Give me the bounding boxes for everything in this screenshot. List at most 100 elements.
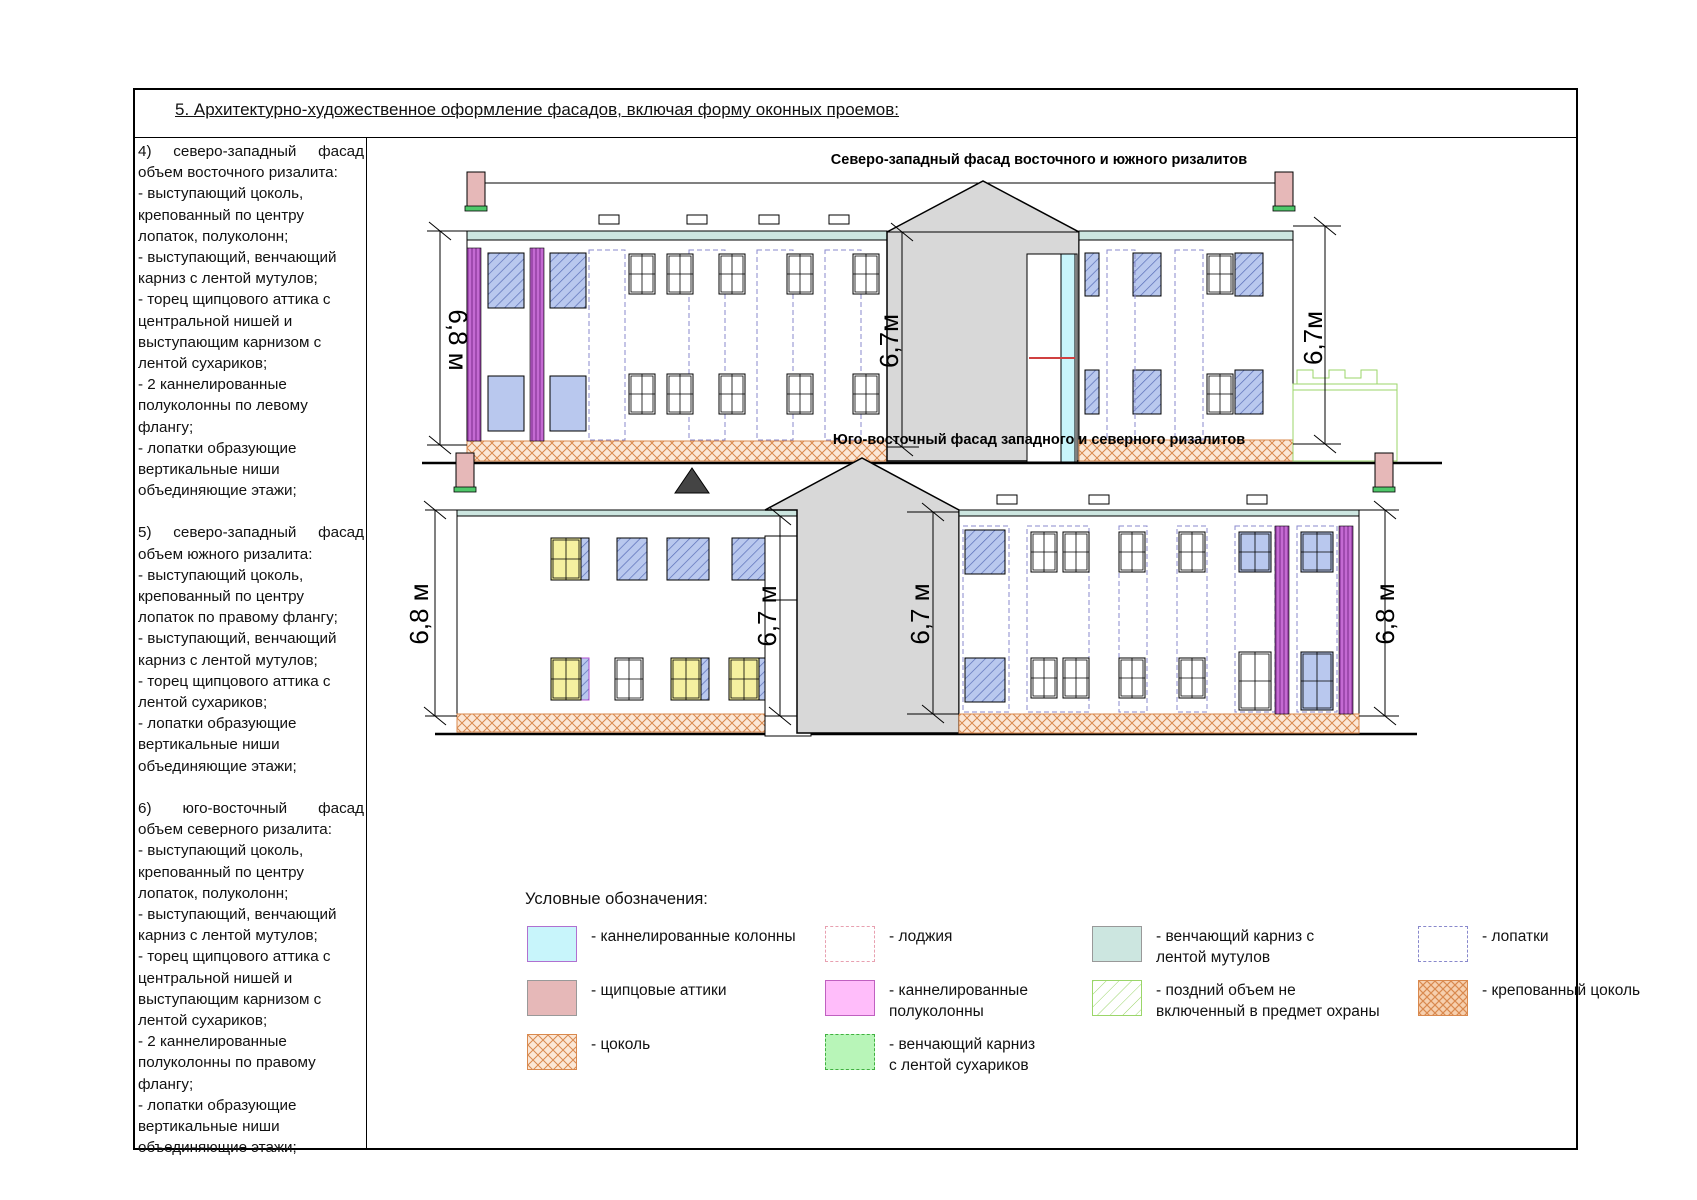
description-heading: 6) юго-восточный фасад <box>138 799 364 817</box>
description-line: лопаток по правому флангу; <box>138 609 338 627</box>
description-line: карниз с лентой мутулов; <box>138 651 318 669</box>
description-line: лентой сухариков; <box>138 1011 268 1029</box>
window-mullions <box>1119 532 1145 572</box>
pilaster <box>756 249 794 441</box>
dimension-middle-b <box>907 502 959 724</box>
description-line: - выступающий, венчающий <box>138 249 337 267</box>
description-line: - торец щипцового аттика с <box>138 672 331 690</box>
facade-title: Северо-западный фасад восточного и южног… <box>831 152 1247 168</box>
roof-vent <box>996 494 1018 505</box>
window-mullions <box>1301 532 1333 572</box>
attic-post-left <box>464 171 488 212</box>
window-hatched <box>964 529 1006 575</box>
description-line: крепованный по центру <box>138 863 305 881</box>
half-column <box>1274 525 1290 715</box>
pilaster <box>1296 525 1338 713</box>
dimension-right <box>1293 216 1341 454</box>
dimension-label: 6,7м <box>1298 311 1328 365</box>
window-hatched <box>1084 252 1100 297</box>
cornice-mutules <box>958 509 1360 517</box>
description-line: - торец щипцового аттика с <box>138 948 331 966</box>
dimension-left <box>427 221 467 455</box>
window <box>487 375 525 432</box>
pilaster <box>588 249 626 441</box>
window-mullions <box>787 254 813 294</box>
pilaster <box>1176 525 1208 713</box>
pilaster <box>1174 249 1204 441</box>
window-mullions <box>1063 658 1089 698</box>
description-heading: 4) северо-западный фасад <box>138 143 364 160</box>
description-line: - выступающий, венчающий <box>138 630 337 648</box>
drawing-sheet: 5. Архитектурно-художественное оформлени… <box>133 88 1640 1156</box>
description-line: объединяющие этажи; <box>138 482 297 500</box>
late-volume <box>1292 369 1398 462</box>
description-line: лентой сухариков; <box>138 694 268 712</box>
window-hatched <box>487 252 525 309</box>
window-mullions <box>1119 658 1145 698</box>
window-mullions <box>729 658 759 700</box>
facades-svg: Северо-западный фасад восточного и южног… <box>404 152 1442 737</box>
window-mullions <box>853 374 879 414</box>
description-line: - лопатки образующие <box>138 1096 297 1114</box>
window-mullions <box>1301 652 1333 710</box>
pilaster <box>1118 525 1148 713</box>
window-grid-group <box>1030 531 1334 711</box>
pilaster <box>1106 249 1136 441</box>
window <box>549 375 587 432</box>
dormer-vent <box>674 467 710 494</box>
plinth <box>456 713 798 733</box>
roof-vent <box>828 214 850 225</box>
window-grid-group <box>550 537 760 701</box>
wing-west <box>456 509 812 737</box>
description-line: выступающим карнизом с <box>138 333 322 351</box>
description-line: флангу; <box>138 1075 194 1093</box>
wing-east <box>466 230 888 462</box>
description-line: центральной нишей и <box>138 312 293 330</box>
window-grid-group <box>628 253 880 415</box>
window-mullions <box>1179 658 1205 698</box>
plinth <box>466 440 888 462</box>
window-mullions <box>1063 532 1089 572</box>
description-line: флангу; <box>138 418 194 436</box>
wing-south <box>1026 230 1294 463</box>
roof-vent <box>686 214 708 225</box>
description-line: крепованный по центру <box>138 206 305 224</box>
window-hatched <box>666 537 710 581</box>
description-line: объединяющие этажи; <box>138 757 297 775</box>
window-hatched <box>549 252 587 309</box>
description-line: - выступающий цоколь, <box>138 842 304 860</box>
window-mullions <box>1031 658 1057 698</box>
cornice-mutules <box>466 230 888 241</box>
window-mullions <box>615 658 643 700</box>
dimension-label: 6,7 м <box>905 583 935 644</box>
attic-post-right <box>1372 452 1396 493</box>
description-line: центральной нишей и <box>138 969 293 987</box>
attic-post-left <box>453 452 477 493</box>
window-mullions <box>1239 532 1271 572</box>
window-mullions <box>719 254 745 294</box>
window-mullions <box>1031 532 1057 572</box>
dimension-label: 6,8 м <box>443 309 473 370</box>
section-title: 5. Архитектурно-художественное оформлени… <box>175 100 899 119</box>
description-line: полуколонны по правому <box>138 1054 316 1072</box>
window-mullions <box>1207 254 1233 294</box>
description-line: - 2 каннелированные <box>138 376 287 394</box>
facade-southeast: Юго-восточный фасад западного и северног… <box>404 432 1417 737</box>
window-hatched <box>616 537 648 581</box>
half-column <box>1338 525 1354 715</box>
description-block-5: 5) северо-западный фасад объем южного ри… <box>138 522 364 776</box>
pilaster <box>688 249 726 441</box>
window-mullions <box>1179 532 1205 572</box>
roof-vent <box>1246 494 1268 505</box>
roof-vent <box>758 214 780 225</box>
description-line: объем южного ризалита: <box>138 545 313 563</box>
description-line: карниз с лентой мутулов; <box>138 270 318 288</box>
half-column <box>529 247 545 442</box>
window-hatched <box>1234 252 1264 297</box>
window-mullions <box>629 374 655 414</box>
facade-title: Юго-восточный фасад западного и северног… <box>833 432 1245 448</box>
attic-post-right <box>1272 171 1296 212</box>
description-line: вертикальные ниши <box>138 1117 280 1135</box>
description-block-6: 6) юго-восточный фасад объем северного р… <box>138 798 364 1158</box>
dimension-label: 6,8 м <box>404 583 434 644</box>
